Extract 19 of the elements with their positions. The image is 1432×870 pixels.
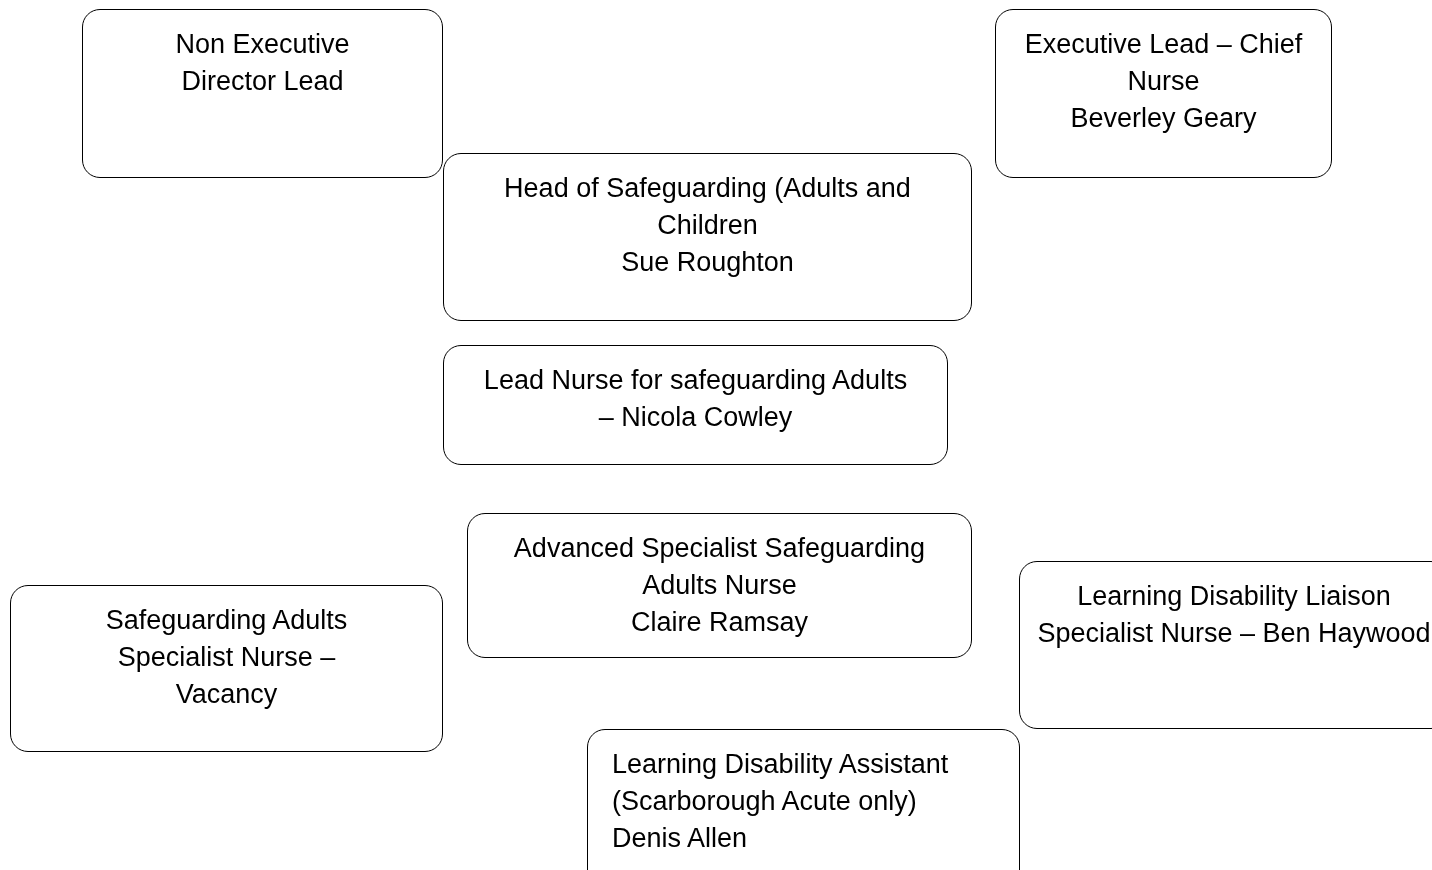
role-box [443, 153, 972, 321]
person-name: Sue Roughton [620, 246, 795, 279]
role-title: Advanced Specialist Safeguarding Adults Nurse [512, 532, 927, 602]
role-title: Learning Disability Liaison Specialist Nurse – Ben Haywood [1036, 580, 1432, 650]
role-box [1019, 561, 1432, 729]
role-box [82, 9, 443, 178]
person-name: Beverley Geary [1069, 102, 1258, 135]
role-title: Lead Nurse for safeguarding Adults – Nicola Cowley [482, 364, 909, 434]
person-name: Claire Ramsay [629, 606, 809, 639]
role-box [10, 585, 443, 752]
role-box [587, 729, 1020, 870]
role-title: Head of Safeguarding (Adults and Children [503, 172, 912, 242]
role-title: Safeguarding Adults Specialist Nurse – Vacancy [104, 604, 349, 711]
role-box [443, 345, 948, 465]
role-title: Learning Disability Assistant (Scarborough Acute only) Denis Allen [612, 748, 950, 855]
role-box [467, 513, 972, 658]
role-title: Executive Lead – Chief Nurse [1023, 28, 1304, 98]
role-title: Non Executive Director Lead [174, 28, 351, 98]
role-box [995, 9, 1332, 178]
